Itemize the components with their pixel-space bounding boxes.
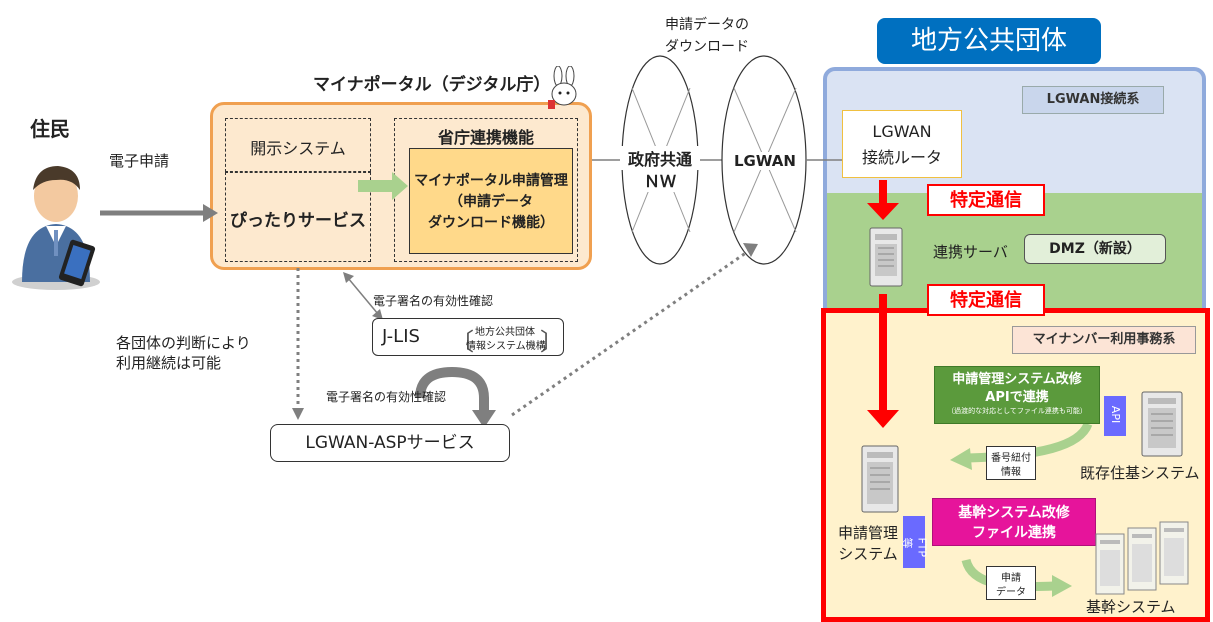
pittari-service-label: ぴったりサービス (230, 211, 366, 231)
continuation-note-1: 各団体の判断により (116, 334, 251, 352)
core-box-line2: ファイル連携 (972, 525, 1056, 541)
disclosure-box (225, 118, 371, 172)
red-arrow-1 (867, 203, 899, 220)
jlis-box (372, 318, 564, 356)
router-line2: 接続ルータ (861, 148, 942, 167)
continuation-note-2: 利用継続は可能 (116, 354, 222, 372)
core-system-servers-icon (1095, 521, 1189, 595)
api-link-box (934, 366, 1100, 424)
mascot-rabbit-icon (548, 66, 577, 109)
download-label-2: ダウンロード (665, 39, 749, 55)
lgwan-label: LGWAN (734, 152, 796, 170)
api-box-line1: 申請管理システム改修 (952, 372, 1082, 387)
ministry-link-label: 省庁連携機能 (437, 128, 534, 147)
core-link-box (932, 498, 1096, 546)
app-mgmt-line1: 申請管理 (837, 524, 898, 542)
jlis-org-bracket-left: 〔 (450, 328, 474, 356)
relay-server-icon (869, 227, 903, 287)
green-arrow (358, 172, 408, 200)
sig-check-lower: 電子署名の有効性確認 (326, 390, 447, 404)
lgwan-zone-label: LGWAN接続系 (1022, 86, 1164, 114)
app-data-line2: データ (996, 587, 1026, 598)
e-application-label: 電子申請 (109, 152, 170, 170)
apply-mgmt-line1: マイナポータル申請管理 (414, 173, 568, 189)
submit-arrow (203, 204, 218, 222)
disclosure-system-label: 開示システム (250, 139, 346, 158)
number-link-doc (986, 446, 1036, 480)
gov-nw-label-1: 政府共通 (620, 146, 700, 170)
relay-server-label: 連携サーバ (933, 243, 1008, 261)
dmz-label: DMZ（新設） (1024, 234, 1166, 264)
api-tag: API (1104, 396, 1126, 436)
app-data-line1: 申請 (1001, 573, 1021, 584)
app-mgmt-line2: システム (838, 545, 898, 563)
apply-mgmt-box (409, 148, 573, 254)
sig-check-upper: 電子署名の有効性確認 (373, 294, 494, 308)
api-box-line3: （過渡的な対応としてファイル連携も可能） (947, 407, 1087, 415)
api-box-line2: APIで連携 (985, 390, 1049, 405)
mynaportal-title: マイナポータル（デジタル庁） (313, 75, 551, 95)
specific-comm-badge-2: 特定通信 (927, 284, 1045, 316)
number-link-line2: 情報 (1001, 467, 1021, 478)
apply-mgmt-line2: （申請データ (449, 194, 533, 210)
existing-system-server-icon (1141, 391, 1183, 457)
existing-system-label: 既存住基システム (1080, 464, 1200, 482)
lgwan-router-box (842, 110, 962, 178)
app-mgmt-server-icon (861, 445, 899, 513)
resident-person-icon (12, 166, 100, 290)
pittari-box (225, 172, 371, 262)
lgwan-asp-box: LGWAN-ASPサービス (270, 424, 510, 462)
resident-title: 住民 (30, 117, 70, 141)
jlis-label: J-LIS (382, 326, 420, 347)
jlis-bracket-right: 〕 (540, 328, 564, 356)
jlis-org-line1: 地方公共団体 (475, 327, 535, 338)
apply-mgmt-line3: ダウンロード機能） (428, 215, 554, 231)
app-data-doc (986, 566, 1036, 600)
number-link-line1: 番号紐付 (991, 453, 1031, 464)
specific-comm-badge-1: 特定通信 (927, 184, 1045, 216)
download-label-1: 申請データの (665, 17, 749, 33)
core-box-line1: 基幹システム改修 (958, 505, 1070, 521)
red-arrow-2 (867, 410, 899, 428)
gov-nw-label-2: ＮＷ (630, 168, 690, 192)
ftp-tag: FTP等 (901, 516, 929, 568)
local-gov-header: 地方公共団体 (877, 18, 1101, 64)
core-system-label: 基幹システム (1086, 598, 1176, 616)
mynumber-zone-label: マイナンバー利用事務系 (1012, 326, 1196, 354)
jlis-org-line2: 情報システム機構 (466, 341, 546, 352)
router-line1: LGWAN (872, 122, 932, 141)
